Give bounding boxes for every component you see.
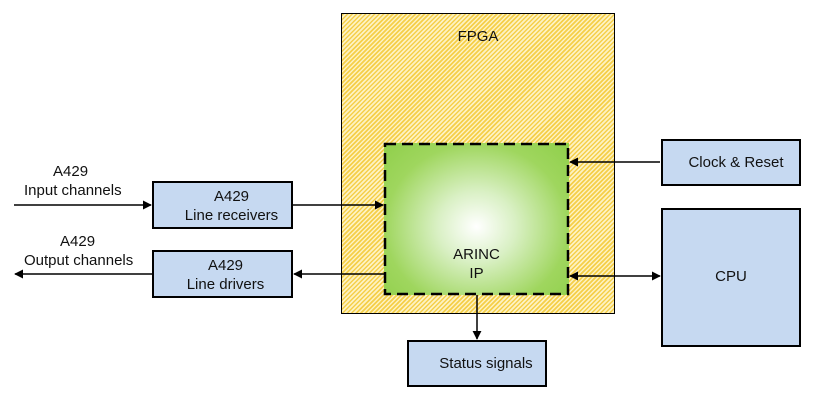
line-receivers-line1: A429 [213,188,250,205]
output-channels-line1: A429 [60,233,96,250]
line-receivers-block: A429 Line receivers [152,181,293,229]
fpga-label: FPGA [457,28,499,45]
cpu-label: CPU [715,268,747,285]
clock-reset-block: Clock & Reset [661,139,801,186]
input-channels-line2: Input channels [24,182,122,199]
arinc-ip-dashed-border [383,142,570,296]
line-receivers-line2: Line receivers [184,207,279,224]
status-signals-block: Status signals [407,340,547,387]
line-drivers-line1: A429 [207,257,244,274]
arinc-ip-label: ARINC IP [384,245,569,283]
arinc-ip-core [384,143,569,295]
output-channels-line2: Output channels [24,252,134,269]
status-signals-label: Status signals [439,355,533,372]
line-drivers-line2: Line drivers [186,276,265,293]
clock-reset-label: Clock & Reset [688,154,784,171]
line-drivers-block: A429 Line drivers [152,250,293,298]
cpu-block: CPU [661,208,801,347]
input-channels-line1: A429 [53,163,89,180]
arinc-ip-label-line1: ARINC [453,246,500,263]
arinc-ip-label-line2: IP [469,265,484,282]
output-channels-label: A429 Output channels [24,232,133,270]
input-channels-label: A429 Input channels [24,162,122,200]
